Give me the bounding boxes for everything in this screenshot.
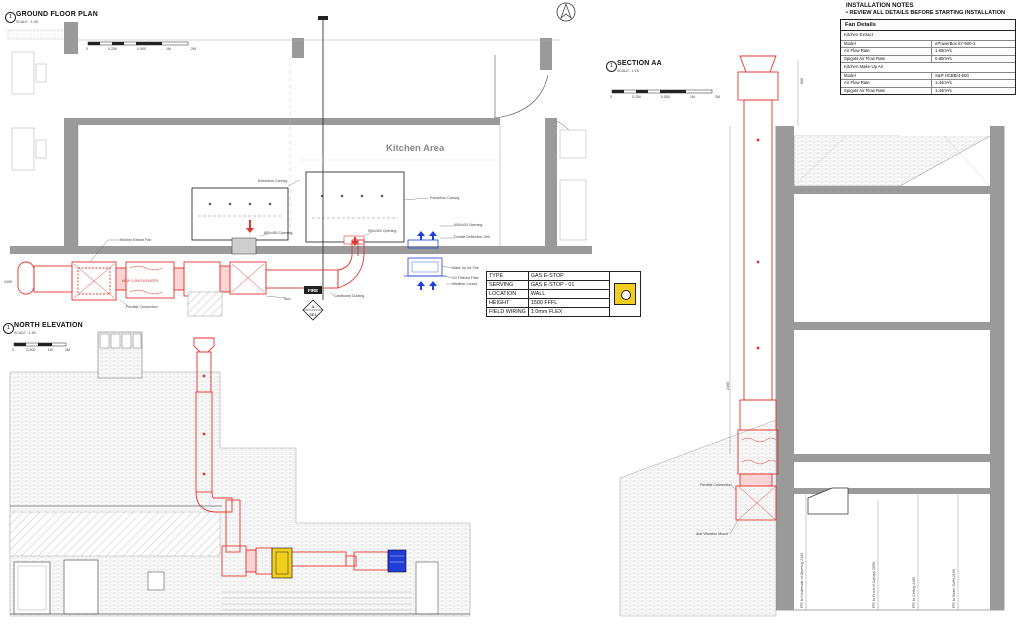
fan-details-header: Fan Details bbox=[841, 20, 1015, 31]
section-dim-1: FFL to Underside of Opening 2100 bbox=[800, 552, 804, 608]
plan-scale: SCALE : 1:25 bbox=[16, 20, 38, 24]
svg-text:A: A bbox=[312, 304, 315, 309]
canopy-label-2: Extraction Canopy bbox=[430, 196, 460, 200]
extract-fan-label: Kitchen Extract Fan bbox=[120, 238, 152, 242]
room-label: Kitchen Area bbox=[386, 143, 445, 154]
opening-label-2: 500x400 Opening bbox=[368, 229, 397, 233]
section-dim-4: FFL to Beam Soffit 2150 bbox=[952, 569, 956, 608]
section-dim-2: FFL to Front of Canopy 2050 bbox=[872, 561, 876, 608]
svg-text:FIRE: FIRE bbox=[308, 288, 318, 293]
elevation-number-badge: 1 bbox=[3, 323, 14, 334]
flex-connection-label: Flexible Connection bbox=[126, 305, 158, 309]
section-title: SECTION AA bbox=[617, 60, 662, 67]
elevation-scale: SCALE : 1:50 bbox=[14, 331, 36, 335]
opening-label-3: 600x400 Opening bbox=[454, 223, 483, 227]
svg-text:NEW 1.0M SILENCER: NEW 1.0M SILENCER bbox=[122, 279, 159, 283]
section-dim-3: FFL to Ceiling 2450 bbox=[912, 576, 916, 608]
fan-group-title: Kitchen Extract bbox=[841, 31, 1015, 41]
section-dim-top: 800 bbox=[800, 78, 804, 84]
north-arrow-icon bbox=[556, 2, 576, 22]
plan-number-badge: 1 bbox=[5, 12, 16, 23]
elevation-title: NORTH ELEVATION bbox=[14, 322, 83, 329]
louvre-label: Weather Louvre bbox=[452, 282, 478, 286]
grill-label: Double Deflection Grill bbox=[454, 235, 490, 239]
filter-label: G4 Filtered Filter bbox=[452, 276, 479, 280]
plan-title: GROUND FLOOR PLAN bbox=[16, 11, 98, 18]
gas-emergency-stop-icon bbox=[613, 283, 636, 305]
ground-floor-plan: NEW 1.0M SILENCER FIRE A SE1 bbox=[7, 16, 592, 321]
canopy-label-1: Extraction Canopy bbox=[258, 179, 288, 183]
section-scale: SCALE : 1:25 bbox=[617, 69, 639, 73]
north-elevation bbox=[9, 331, 471, 617]
plan-dim-left: 2400 bbox=[4, 280, 12, 284]
installation-notes-title: INSTALLATION NOTES bbox=[846, 2, 914, 9]
section-dim-mid: 2400 bbox=[726, 382, 730, 390]
section-avm-label: Anti Vibration Mount bbox=[696, 532, 729, 536]
section-flex-label: Flexible Connection bbox=[700, 483, 732, 487]
ducting-label: Cardboard Ducting bbox=[334, 294, 365, 298]
installation-notes-bullet: • REVIEW ALL DETAILS BEFORE STARTING INS… bbox=[846, 10, 1006, 16]
section-aa bbox=[619, 55, 1005, 617]
fan-group-title: Kitchen Make-Up Air bbox=[841, 63, 1015, 73]
svg-text:Duct: Duct bbox=[284, 297, 291, 301]
section-number-badge: 1 bbox=[606, 61, 617, 72]
make-up-fan-label: Make Up Air Fan bbox=[452, 266, 479, 270]
svg-text:SE1: SE1 bbox=[309, 312, 317, 317]
gas-estop-image-cell bbox=[608, 271, 641, 317]
opening-label-1: 800x450 Opening bbox=[264, 231, 293, 235]
scalebars bbox=[13, 41, 713, 347]
